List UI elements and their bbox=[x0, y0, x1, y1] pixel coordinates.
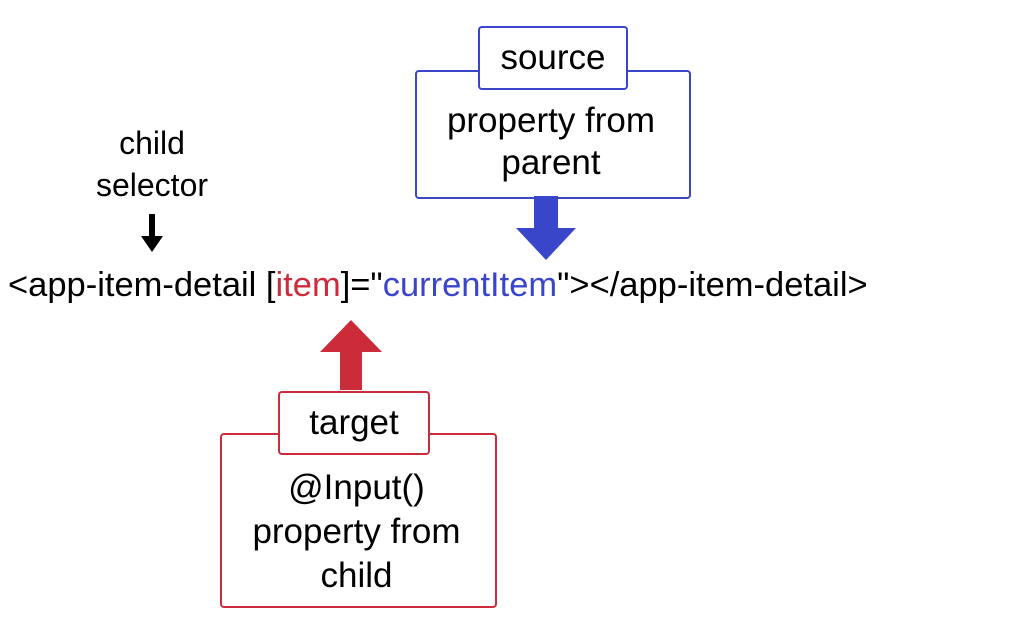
source-box bbox=[415, 70, 691, 199]
target-description-line3: child bbox=[320, 556, 393, 595]
target-description-line2: property from bbox=[252, 512, 461, 551]
code-target-prop: item bbox=[275, 266, 341, 304]
code-source-prop: currentItem bbox=[382, 266, 558, 304]
target-title: target bbox=[278, 391, 430, 455]
target-description: @Input() property from child bbox=[222, 466, 491, 598]
child-selector-line2: selector bbox=[95, 167, 209, 203]
target-box bbox=[220, 433, 497, 608]
source-arrow-icon bbox=[516, 196, 576, 260]
code-line: <app-item-detail [item]="currentItem"></… bbox=[8, 262, 1012, 308]
code-middle: ]=" bbox=[340, 266, 383, 304]
source-description-line1: property from bbox=[446, 101, 656, 140]
target-arrow-icon bbox=[320, 320, 382, 390]
code-after: "></app-item-detail> bbox=[557, 266, 868, 304]
child-selector-line1: child bbox=[119, 125, 185, 161]
source-description: property from parent bbox=[417, 100, 685, 184]
source-description-line2: parent bbox=[501, 143, 601, 182]
child-selector-label: child selector bbox=[72, 122, 232, 206]
source-title: source bbox=[478, 26, 628, 90]
target-description-line1: @Input() bbox=[288, 468, 425, 507]
code-before: <app-item-detail [ bbox=[8, 266, 276, 304]
child-selector-arrow-icon bbox=[141, 214, 163, 252]
